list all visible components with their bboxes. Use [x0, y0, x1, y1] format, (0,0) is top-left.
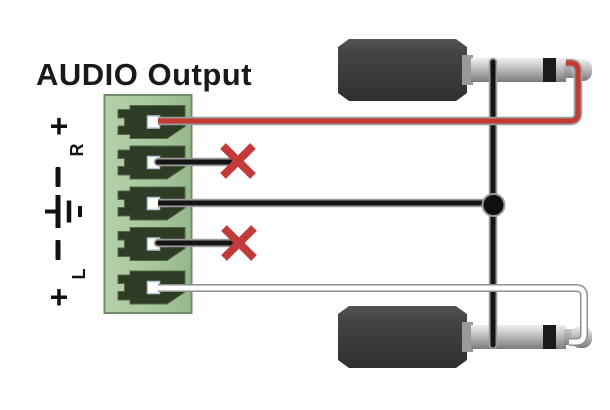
plug-top-body	[338, 39, 467, 101]
plug-bottom	[338, 306, 592, 368]
plug-bottom-shaft	[471, 325, 544, 349]
wire-right-signal	[158, 58, 583, 126]
plug-top-shaft-end	[556, 58, 566, 82]
pin-hole	[146, 196, 161, 211]
ground-icon	[45, 195, 82, 228]
pin-label-right-plus: +	[50, 108, 69, 144]
plug-bottom-body	[338, 306, 467, 368]
pin-label-left-channel: L	[69, 269, 89, 280]
page-title: AUDIO Output	[36, 57, 252, 92]
pin-label-column: + R L +	[45, 108, 89, 315]
pin-label-right-minus-icon	[55, 167, 61, 187]
x-mark-left-minus	[221, 225, 257, 261]
x-mark-right-minus	[220, 143, 256, 179]
junction-dot	[481, 193, 506, 217]
plug-top-collar	[462, 55, 473, 85]
plug-top-insulator-ring	[543, 58, 556, 82]
pin-label-right-channel: R	[67, 144, 87, 157]
plug-bottom-collar	[462, 322, 473, 352]
plug-bottom-neck	[564, 329, 573, 345]
plug-bottom-shaft-end	[556, 325, 566, 349]
pin-hole	[146, 115, 161, 129]
wire-left-signal	[158, 284, 588, 346]
pin-hole	[146, 280, 161, 295]
plug-top	[338, 39, 592, 101]
pin-label-left-minus-icon	[55, 240, 61, 260]
plug-bottom-insulator-ring	[543, 325, 556, 349]
plug-top-neck	[564, 62, 573, 78]
pin-label-left-plus: +	[50, 279, 69, 315]
plug-top-shaft	[471, 58, 544, 82]
